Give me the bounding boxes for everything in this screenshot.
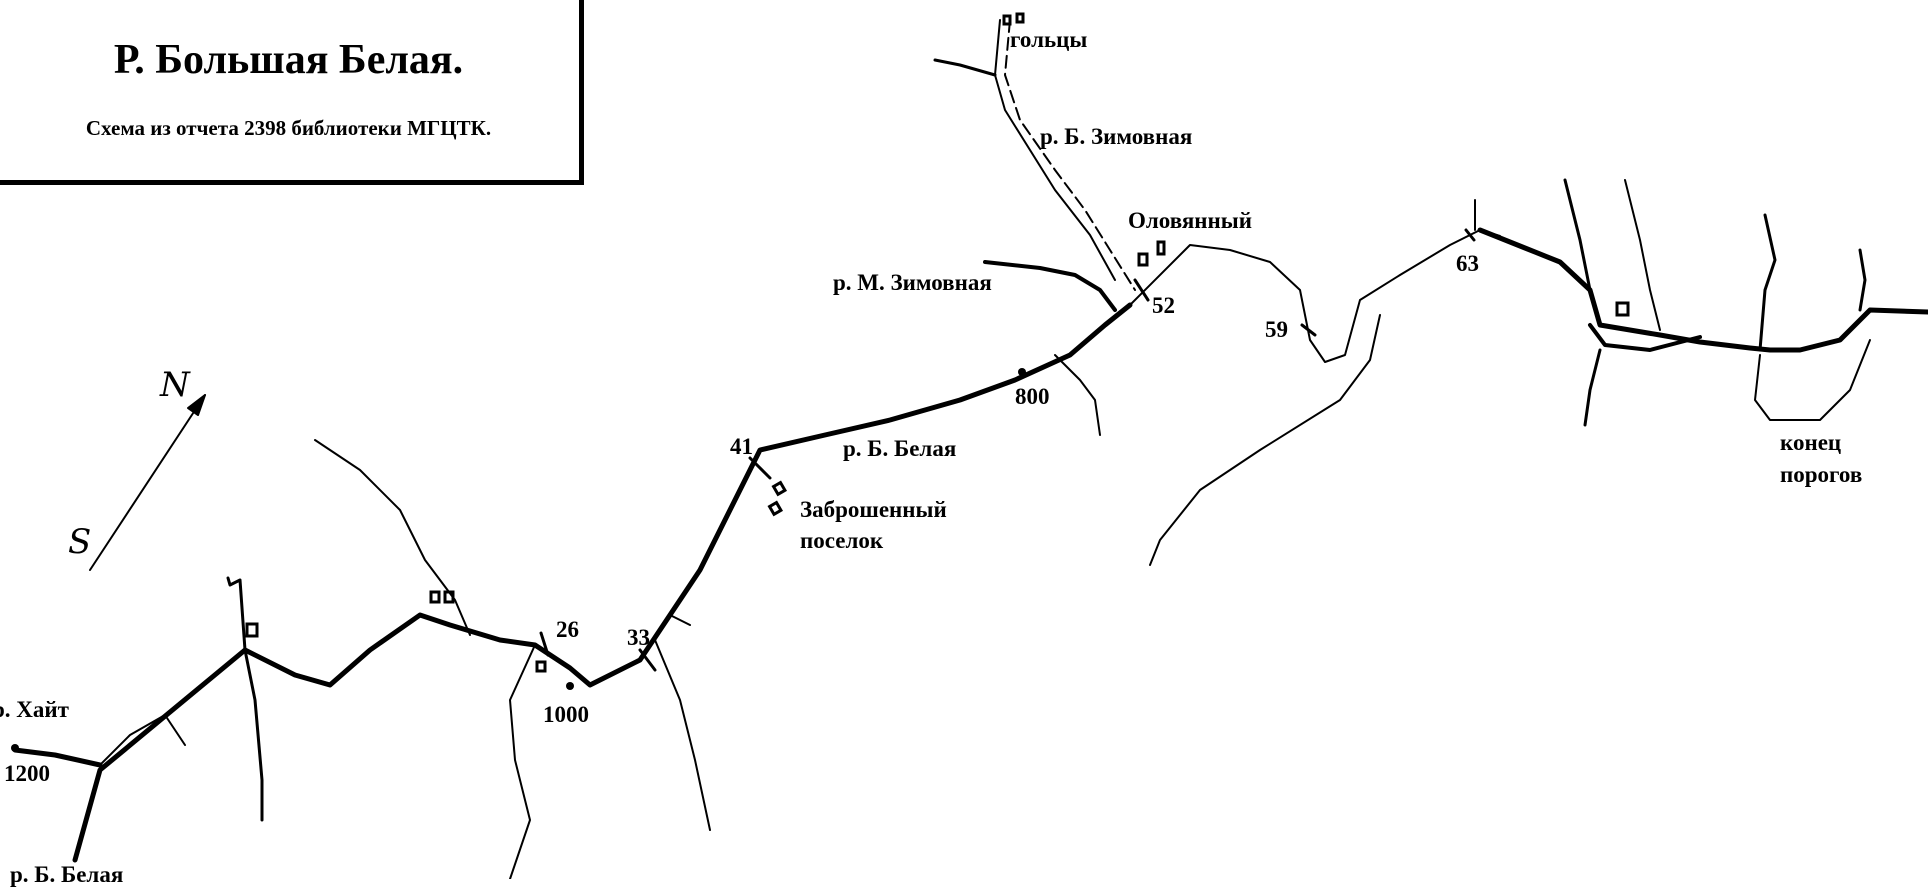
tributary-17	[1754, 339, 1871, 421]
tributary-2	[226, 576, 247, 652]
place-goltsy: гольцы	[1010, 27, 1088, 52]
khait-river	[12, 747, 103, 768]
house-icon	[1015, 12, 1025, 24]
river-label-b-belaya-mid: р. Б. Белая	[843, 436, 957, 461]
elevation-800: 800	[1015, 384, 1050, 409]
river-label-m-zimovnaya: р. М. Зимовная	[833, 270, 992, 295]
m-zimovnaya-river	[983, 260, 1117, 312]
compass-north-label: N	[160, 365, 190, 405]
house-icon	[429, 590, 441, 604]
river-loop	[1588, 323, 1702, 352]
river-far-east	[1477, 227, 1928, 353]
compass-south-label: S	[68, 522, 92, 562]
km-marker-33: 33	[627, 625, 650, 650]
map-subtitle: Схема из отчета 2398 библиотеки МГЦТК.	[85, 116, 492, 140]
north-arrow	[89, 394, 206, 571]
tributary-12	[1563, 178, 1592, 292]
house-icon	[1002, 14, 1012, 26]
tributary-4	[314, 439, 471, 636]
place-abandoned-line-2: поселок	[800, 528, 884, 553]
place-olovyanny: Оловянный	[1128, 208, 1252, 233]
tributary-3	[243, 648, 264, 822]
tributary-8	[1054, 354, 1101, 436]
elevation-point	[11, 744, 19, 752]
house-icon	[535, 660, 547, 673]
title-box: Р. Большая Белая. Схема из отчета 2398 б…	[0, 0, 581, 182]
km-marker-52: 52	[1152, 293, 1175, 318]
house-icon	[1137, 252, 1149, 267]
tributary-10	[1149, 314, 1381, 566]
river-label-khait: р. Хайт	[0, 697, 69, 722]
river-label-b-zimovnaya: р. Б. Зимовная	[1040, 124, 1193, 149]
end-of-rapids-line-1: конец	[1780, 430, 1842, 455]
map-title: Р. Большая Белая.	[113, 37, 464, 83]
tributary-16	[1583, 348, 1602, 427]
km-tick-33	[638, 648, 657, 672]
river-upper-east	[1129, 229, 1501, 363]
north-arrowhead	[187, 394, 206, 416]
house-icon	[767, 500, 784, 517]
house-icon	[1615, 301, 1630, 317]
tributary-1	[99, 714, 186, 766]
house-icon	[443, 590, 455, 604]
km-marker-59: 59	[1265, 317, 1288, 342]
elevation-point	[566, 682, 574, 690]
tributary-7	[654, 614, 691, 641]
tributary-13	[1624, 179, 1661, 331]
tributary-9	[933, 58, 997, 77]
km-tick-52	[1133, 278, 1150, 302]
elevation-point	[1018, 368, 1026, 376]
km-tick-41	[748, 456, 772, 480]
house-icon	[245, 622, 259, 638]
tributary-14	[1758, 213, 1777, 352]
elevation-1200: 1200	[4, 761, 50, 786]
km-tick-63	[1464, 228, 1476, 242]
place-abandoned-line-1: Заброшенный	[800, 497, 947, 522]
b-zimovnaya-dashed	[1004, 19, 1136, 291]
tributary-15	[1858, 248, 1867, 312]
km-tick-26	[539, 631, 550, 657]
house-icon	[1156, 240, 1166, 256]
tributary-5	[509, 644, 536, 879]
elevation-1000: 1000	[543, 702, 589, 727]
house-icon	[771, 480, 788, 497]
km-marker-41: 41	[730, 434, 753, 459]
tributary-6	[654, 639, 711, 831]
end-of-rapids-line-2: порогов	[1780, 462, 1863, 487]
river-label-b-belaya-bottom: р. Б. Белая	[10, 862, 124, 887]
km-tick-59	[1300, 323, 1317, 337]
main-river	[72, 302, 1133, 863]
km-marker-26: 26	[556, 617, 579, 642]
b-zimovnaya-river	[994, 19, 1116, 281]
km-marker-63: 63	[1456, 251, 1479, 276]
